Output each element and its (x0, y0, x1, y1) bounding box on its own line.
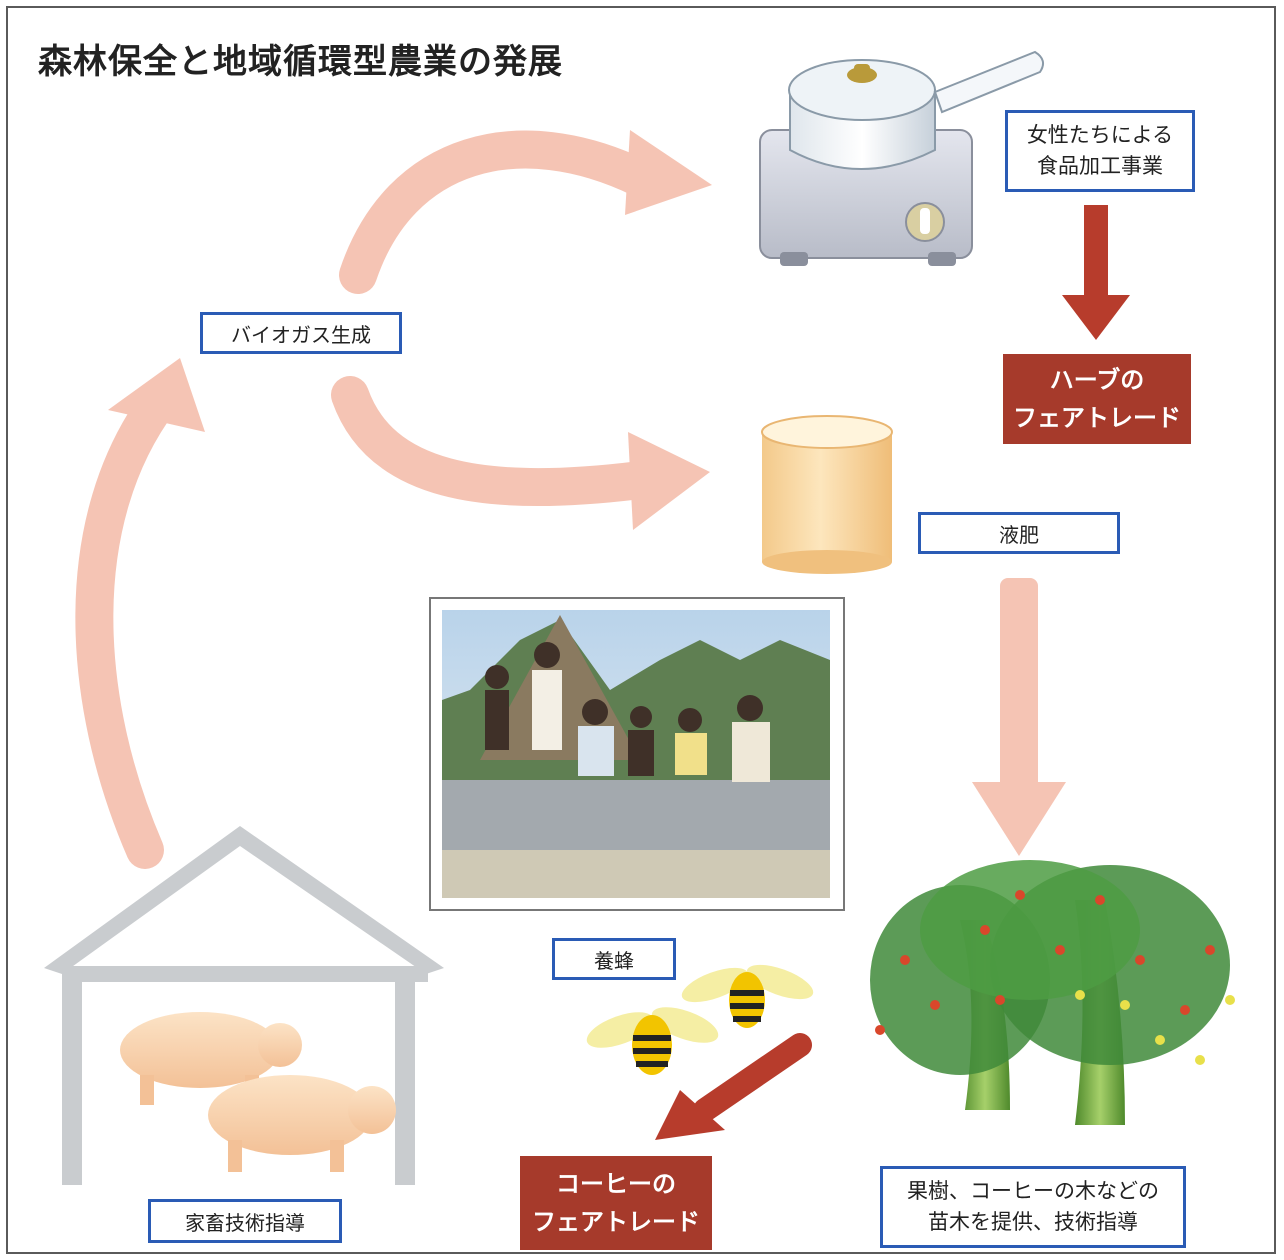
label-food-processing: 女性たちによる 食品加工事業 (1005, 110, 1195, 192)
label-food-processing-line1: 女性たちによる (1026, 123, 1174, 147)
label-food-processing-line2: 食品加工事業 (1037, 154, 1163, 178)
coffee-fair-trade-box: コーヒーの フェアトレード (520, 1156, 712, 1250)
label-livestock: 家畜技術指導 (148, 1199, 342, 1243)
herb-trade-line2: フェアトレード (1013, 404, 1181, 432)
bee-icon (586, 964, 814, 1075)
cycle-arrow-biogas-to-tank (331, 376, 710, 530)
label-beekeeping: 養蜂 (552, 938, 676, 980)
red-arrow-to-herb-trade (1062, 205, 1130, 340)
cycle-arrow-biogas-to-stove (339, 130, 712, 294)
tank-icon (761, 415, 893, 574)
pig-icon (120, 1012, 396, 1172)
label-seedlings: 果樹、コーヒーの木などの 苗木を提供、技術指導 (880, 1166, 1186, 1248)
herb-trade-line1: ハーブの (1049, 366, 1145, 394)
coffee-trade-line2: フェアトレード (532, 1208, 700, 1236)
cycle-arrow-tank-to-trees (972, 578, 1066, 856)
stove-pot-icon (759, 50, 1045, 266)
label-seedlings-line2: 苗木を提供、技術指導 (928, 1210, 1138, 1234)
label-seedlings-line1: 果樹、コーヒーの木などの (907, 1179, 1159, 1203)
frame-border (6, 6, 1276, 1254)
herb-fair-trade-box: ハーブの フェアトレード (1003, 354, 1191, 444)
page-title: 森林保全と地域循環型農業の発展 (38, 42, 563, 82)
cycle-arrow-barn-to-biogas (75, 358, 205, 869)
barn-icon (44, 826, 444, 1185)
label-biogas: バイオガス生成 (200, 312, 402, 354)
coffee-trade-line1: コーヒーの (556, 1170, 676, 1198)
tree-icon (870, 860, 1235, 1125)
label-liquid-fertilizer: 液肥 (918, 512, 1120, 554)
red-arrow-to-coffee-trade (655, 1033, 812, 1140)
community-photo (429, 597, 845, 911)
